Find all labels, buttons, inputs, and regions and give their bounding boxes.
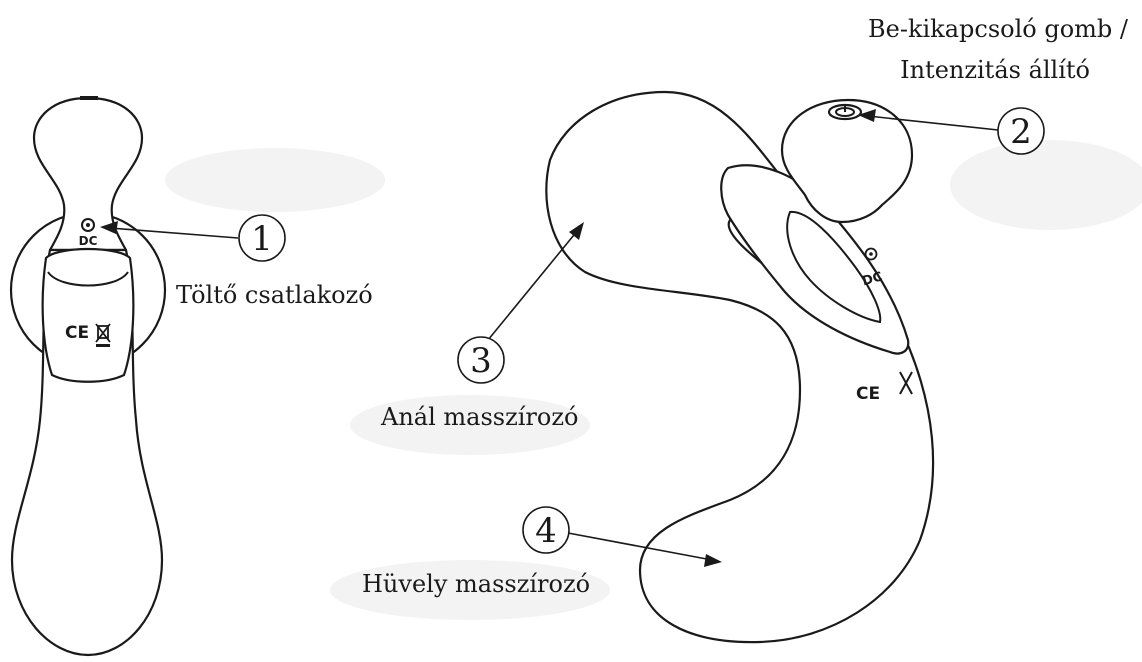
weee-bin-icon	[95, 323, 111, 347]
side-button-head	[780, 98, 914, 224]
background-smudge	[350, 395, 590, 455]
device-side-view: DC CE	[545, 90, 935, 644]
charging-port-dot	[86, 223, 90, 227]
callout-4-label: Hüvely masszírozó	[362, 570, 590, 598]
callout-1-leader	[109, 227, 239, 239]
power-button-icon	[827, 103, 863, 121]
callout-1: 1 Töltő csatlakozó	[100, 214, 373, 309]
front-collar	[41, 247, 135, 383]
front-top-mark	[80, 96, 98, 100]
callout-1-arrowhead	[100, 221, 118, 234]
callout-3-arrowhead	[569, 222, 584, 240]
callout-1-circle	[238, 214, 286, 262]
callout-2-arrowhead	[858, 109, 876, 122]
callout-3-circle	[457, 336, 505, 384]
callout-4-leader	[567, 532, 713, 561]
front-collar-line	[47, 271, 129, 287]
side-charging-port-icon	[864, 247, 878, 261]
callout-4-arrowhead	[704, 554, 722, 567]
callout-2-leader	[867, 115, 999, 131]
callout-2: 2 Be-kikapcsoló gomb / Intenzitás állító	[858, 15, 1129, 155]
callout-4-circle	[522, 506, 570, 554]
callout-3-number: 3	[470, 341, 492, 381]
background-smudge	[330, 560, 610, 620]
callout-2-label-line-2: Intenzitás állító	[900, 56, 1090, 84]
callout-1-number: 1	[251, 219, 273, 259]
side-charging-port-dot	[869, 252, 873, 256]
background-smudge	[950, 140, 1142, 230]
callout-2-circle	[997, 107, 1045, 155]
callout-1-label: Töltő csatlakozó	[176, 281, 373, 309]
callout-4-number: 4	[535, 511, 557, 551]
side-collar-inner	[786, 210, 882, 324]
ce-marking: CE	[65, 323, 89, 343]
callout-2-number: 2	[1010, 112, 1032, 152]
side-dc-marking: DC	[861, 270, 885, 290]
callout-4: 4 Hüvely masszírozó	[362, 506, 722, 598]
side-weee-bin-icon	[899, 371, 913, 395]
side-body	[545, 90, 935, 644]
callout-2-label-line-1: Be-kikapcsoló gomb /	[868, 15, 1129, 43]
callout-3: 3 Anál masszírozó	[380, 222, 584, 431]
side-ce-marking: CE	[856, 384, 880, 404]
device-front-view: DC CE	[9, 96, 167, 657]
dc-marking: DC	[79, 234, 98, 248]
callout-3-leader	[487, 229, 579, 341]
charging-port-icon	[81, 218, 95, 232]
callout-3-label: Anál masszírozó	[380, 403, 578, 431]
background-smudge	[165, 148, 385, 212]
